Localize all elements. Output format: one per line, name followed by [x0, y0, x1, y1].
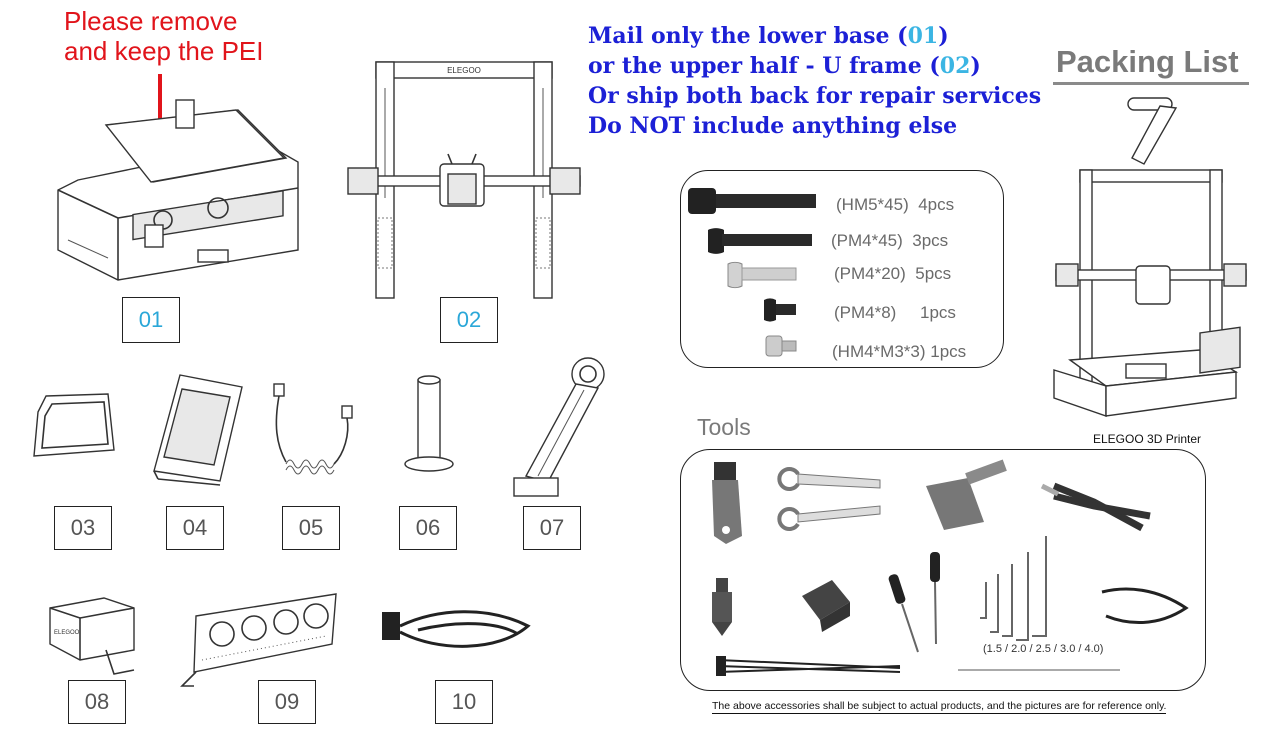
hex-key-icon	[980, 536, 1047, 641]
part-label-09: 09	[258, 680, 316, 724]
screw-row-2: (PM4*45) 3pcs	[831, 231, 949, 250]
screwdriver-icon	[888, 552, 940, 653]
screws-icons	[688, 188, 816, 357]
mail-line-4: Do NOT include anything else	[588, 113, 958, 139]
usb-drive-icon	[712, 462, 742, 544]
wire-cutter-icon	[1040, 482, 1151, 532]
svg-text:ELEGOO: ELEGOO	[447, 66, 481, 75]
lower-base-illustration	[57, 99, 299, 281]
tools-title: Tools	[697, 414, 751, 440]
led-bar-illustration	[180, 593, 337, 687]
cable-tie-icon	[716, 656, 901, 676]
mail-line-2: or the upper half - U frame (02)	[588, 53, 981, 79]
clip-icon	[802, 580, 850, 632]
pei-sheet-illustration	[33, 393, 115, 457]
hex-key-sizes: (1.5 / 2.0 / 2.5 / 3.0 / 4.0)	[983, 643, 1104, 655]
note-remove-pei: Please remove and keep the PEI	[64, 6, 263, 66]
printer-caption: ELEGOO 3D Printer	[1093, 432, 1202, 446]
hm5-screw-icon	[688, 188, 716, 214]
wrench-icon	[777, 467, 881, 531]
spool-arm-illustration	[513, 357, 605, 497]
mail-line-3: Or ship both back for repair services	[588, 83, 1042, 109]
u-frame-illustration: ELEGOO	[347, 61, 581, 299]
touch-screen-illustration	[153, 374, 243, 486]
spool-holder-illustration	[404, 375, 454, 472]
power-cable-illustration	[382, 610, 531, 648]
tools-icons	[712, 459, 1189, 676]
printer-illustration	[1053, 97, 1247, 417]
packing-list-rule	[1053, 82, 1249, 85]
part-label-03: 03	[54, 506, 112, 550]
cable-icon	[1101, 587, 1189, 624]
part-label-07: 07	[523, 506, 581, 550]
part-label-10: 10	[435, 680, 493, 724]
mail-line-1: Mail only the lower base (01)	[588, 23, 949, 49]
screw-row-1: (HM5*45) 4pcs	[836, 195, 955, 214]
screws-panel	[680, 170, 1004, 368]
part-label-08: 08	[68, 680, 126, 724]
part-label-04: 04	[166, 506, 224, 550]
part-label-02: 02	[440, 297, 498, 343]
note-line-1: Please remove	[64, 6, 238, 36]
pm4-20-screw-icon	[727, 261, 743, 289]
nozzle-icon	[712, 578, 732, 636]
svg-text:ELEGOO: ELEGOO	[54, 630, 80, 636]
screw-row-4: (PM4*8) 1pcs	[834, 303, 956, 322]
screw-row-3: (PM4*20) 5pcs	[834, 264, 952, 283]
tools-panel	[680, 449, 1206, 691]
pm4-8-screw-icon	[764, 298, 776, 322]
part-label-06: 06	[399, 506, 457, 550]
mail-instructions: Mail only the lower base (01) or the upp…	[588, 21, 1041, 141]
screw-row-5: (HM4*M3*3) 1pcs	[832, 342, 967, 361]
packing-list-title: Packing List	[1056, 44, 1239, 79]
hm4-m3-screw-icon	[765, 335, 783, 357]
scraper-icon	[926, 459, 1007, 530]
bracket-illustration: ELEGOO	[49, 597, 135, 675]
part-label-01: 01	[122, 297, 180, 343]
part-label-05: 05	[282, 506, 340, 550]
spiral-cable-illustration	[273, 383, 353, 475]
pm4-45-screw-icon	[708, 228, 724, 254]
disclaimer-footnote: The above accessories shall be subject t…	[712, 700, 1167, 714]
note-line-2: and keep the PEI	[64, 36, 264, 66]
